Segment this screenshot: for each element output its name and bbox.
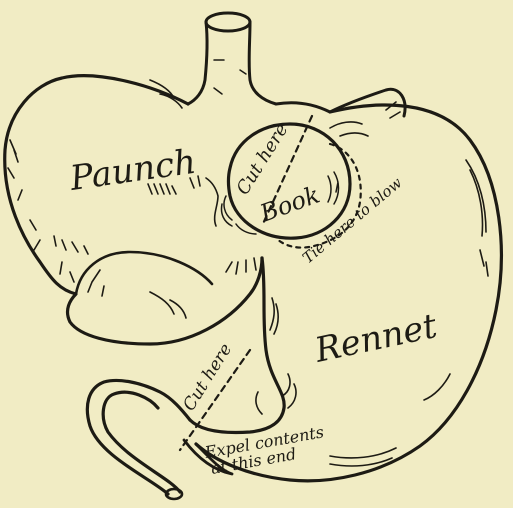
paunch-label: Paunch — [67, 142, 199, 199]
esophagus — [188, 13, 276, 104]
cut-here-upper-label: Cut here — [232, 120, 292, 199]
cut-here-lower-label: Cut here — [179, 340, 236, 415]
book-label: Book — [256, 180, 324, 228]
rennet-label: Rennet — [311, 306, 441, 371]
